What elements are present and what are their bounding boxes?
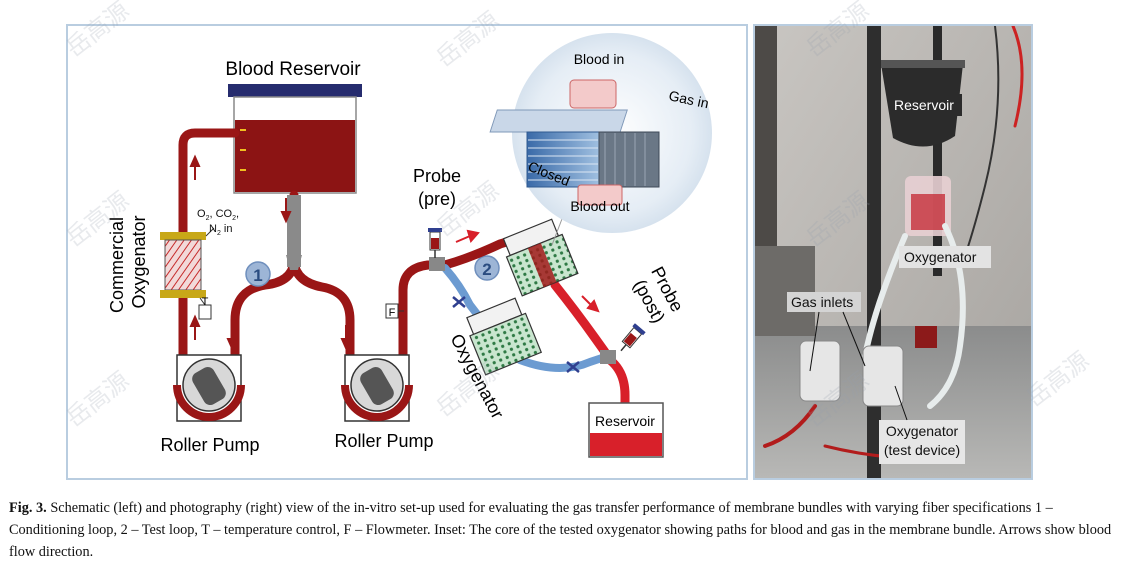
svg-text:Probe: Probe [413, 166, 461, 186]
blood-reservoir [228, 84, 362, 194]
roller-pump-left-label: Roller Pump [160, 435, 259, 455]
clamps [452, 296, 580, 373]
svg-text:Blood out: Blood out [570, 198, 629, 214]
svg-text:Blood in: Blood in [574, 51, 625, 67]
roller-pump-left [173, 354, 245, 422]
blood-reservoir-label: Blood Reservoir [225, 59, 361, 80]
probe-post-syringe [620, 323, 646, 352]
temperature-marker: T [202, 296, 209, 308]
probe-post-label: Probe (post) [630, 263, 688, 326]
svg-text:1: 1 [253, 266, 262, 285]
roller-pump-right [341, 354, 413, 422]
oxygenator-core-inset [489, 33, 712, 246]
svg-text:O2, CO2,: O2, CO2, [197, 208, 239, 222]
svg-text:Commercial: Commercial [107, 217, 127, 313]
svg-text:(pre): (pre) [418, 189, 456, 209]
flow-arrows-right [455, 229, 600, 313]
probe-pre-syringe [428, 228, 442, 258]
caption-text: Schematic (left) and photography (right)… [9, 500, 1112, 560]
photo-test-device-label: Oxygenator (test device) [883, 423, 961, 458]
svg-text:F: F [389, 307, 396, 319]
figure: T O2, CO2, N2 in Blood Reservoir Commerc… [61, 0, 1095, 480]
loop-2-marker: 2 [474, 255, 500, 281]
svg-text:N2 in: N2 in [209, 223, 232, 237]
small-reservoir [588, 402, 664, 458]
schematic-panel-border [66, 24, 748, 480]
flow-arrows-left [189, 154, 352, 351]
photograph [755, 26, 1031, 478]
splitter-post [600, 350, 616, 364]
figure-caption: Fig. 3. Schematic (left) and photography… [9, 497, 1121, 563]
figure-label: Fig. 3. [9, 500, 47, 516]
commercial-oxygenator-label: Commercial Oxygenator [107, 215, 149, 313]
probe-pre-label: Probe (pre) [413, 166, 461, 209]
commercial-oxygenator [160, 227, 215, 320]
test-oxygenator-bottom [466, 297, 543, 376]
photo-reservoir-label: Reservoir [894, 97, 954, 113]
schematic-diagram: T O2, CO2, N2 in Blood Reservoir Commerc… [107, 33, 712, 458]
photo-oxygenator-label: Oxygenator [904, 249, 977, 265]
flowmeter-marker: F [385, 303, 404, 319]
splitter-pre [429, 257, 445, 271]
roller-pump-right-label: Roller Pump [334, 431, 433, 451]
gas-mix-label: O2, CO2, N2 in [197, 208, 239, 237]
svg-text:2: 2 [482, 260, 491, 279]
svg-text:Oxygenator: Oxygenator [129, 215, 149, 308]
loop-1-marker: 1 [245, 261, 271, 287]
test-oxygenator-top [502, 218, 579, 297]
photo-panel-border [753, 24, 1033, 480]
photo-gas-inlets-label: Gas inlets [791, 294, 854, 310]
small-reservoir-label: Reservoir [595, 413, 655, 429]
